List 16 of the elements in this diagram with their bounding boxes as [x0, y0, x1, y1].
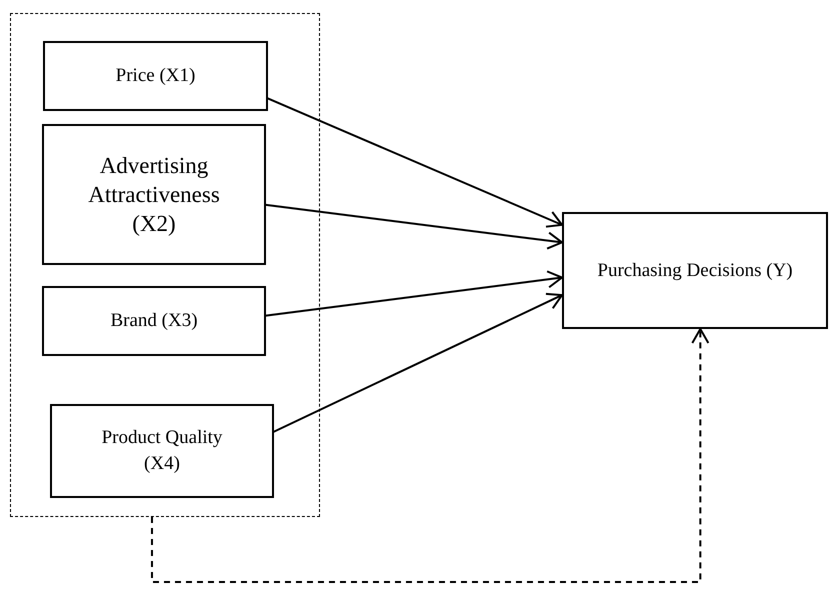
arrow — [150, 328, 710, 583]
arrow — [272, 292, 563, 434]
arrow — [264, 270, 563, 317]
variable-box — [43, 41, 268, 111]
variable-box — [50, 404, 274, 498]
variable-box — [562, 212, 828, 329]
variable-label: Brand (X3) — [110, 309, 198, 333]
variable-label: Advertising Attractiveness (X2) — [87, 152, 221, 238]
variable-label: Price (X1) — [116, 64, 196, 88]
variable-label: Purchasing Decisions (Y) — [597, 258, 793, 282]
variable-box — [42, 124, 266, 265]
dashed-group-box — [10, 13, 320, 517]
arrow — [266, 97, 563, 228]
variable-box — [42, 286, 266, 356]
arrow — [264, 204, 563, 250]
variable-label: Product Quality (X4) — [100, 426, 224, 476]
